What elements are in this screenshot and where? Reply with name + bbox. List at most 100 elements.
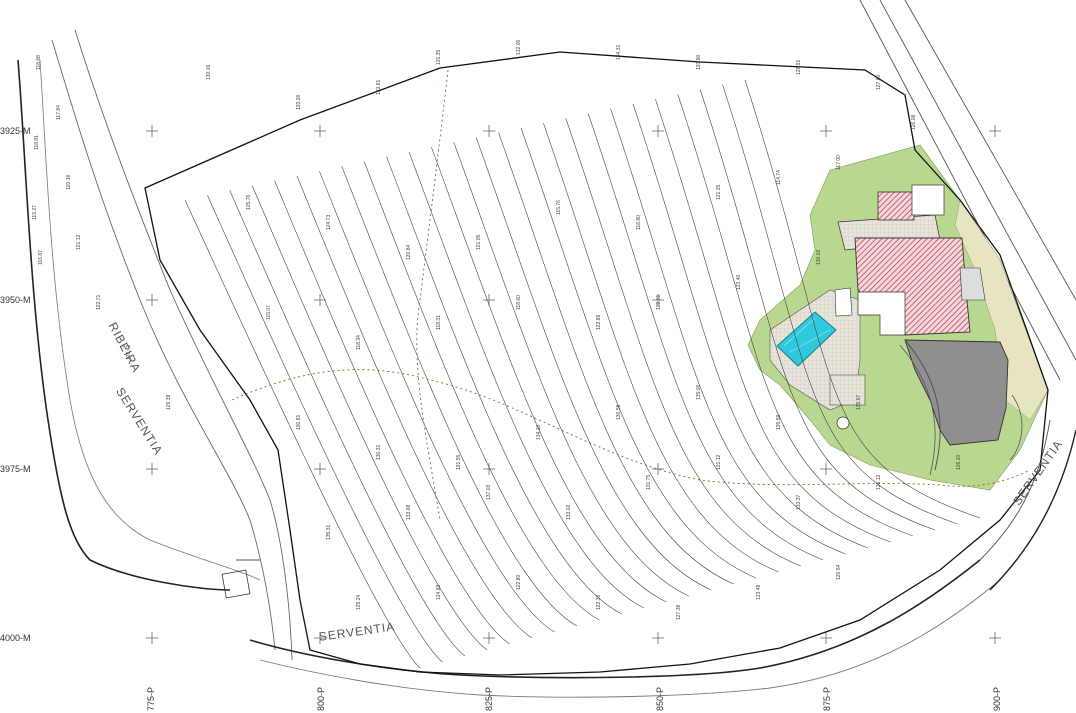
grid-cross — [314, 632, 326, 644]
contour-line — [431, 147, 667, 603]
grid-cross — [483, 125, 495, 137]
grid-cross — [314, 463, 326, 475]
elevation-label: 133.37 — [796, 494, 802, 510]
elevation-label: 115.76 — [556, 200, 562, 215]
elevation-label: 135.59 — [776, 414, 782, 430]
elevation-label: 122.80 — [516, 574, 522, 590]
elevation-label: 116.87 — [38, 250, 44, 265]
elevation-label: 129.12 — [876, 474, 882, 490]
grid-cross — [820, 125, 832, 137]
elevation-label: 130.58 — [616, 404, 622, 420]
contour-line — [610, 108, 846, 555]
left-road-band — [17, 29, 1001, 698]
grid-label-x: 850-P — [655, 686, 665, 711]
elevation-label: 115.07 — [266, 305, 272, 320]
elevation-label: 125.76 — [246, 194, 252, 210]
elevation-label: 118.60 — [516, 295, 522, 310]
contour-lines — [184, 79, 981, 669]
elevation-label: 122.71 — [96, 294, 102, 310]
elevation-label: 123.48 — [756, 584, 762, 600]
building-annex — [877, 191, 915, 221]
elevation-label: 119.27 — [32, 205, 38, 220]
grid-cross — [314, 125, 326, 137]
contour-line — [184, 199, 421, 669]
elevation-label: 133.26 — [296, 94, 302, 110]
contour-line — [207, 195, 443, 663]
contour-line — [386, 156, 622, 615]
grid-cross — [820, 463, 832, 475]
grid-cross — [483, 632, 495, 644]
grid-label-y: 3950-M — [0, 295, 31, 305]
elevation-label: 124.73 — [326, 214, 332, 230]
contour-line — [520, 127, 757, 579]
grid-label-x: 825-P — [484, 686, 494, 711]
contour-line — [408, 151, 645, 609]
elevation-label: 131.55 — [456, 454, 462, 470]
elevation-label: 123.40 — [736, 274, 742, 290]
elevation-label: 134.10 — [536, 424, 542, 440]
contour-line — [699, 89, 936, 531]
contour-line — [677, 94, 913, 537]
grid-label-x: 775-P — [146, 686, 156, 711]
elevation-label: 120.54 — [836, 564, 842, 580]
elevation-label: 122.89 — [596, 314, 602, 330]
contour-line — [655, 99, 891, 543]
grid-cross — [652, 294, 664, 306]
small-square-lot — [221, 569, 251, 599]
elevation-label: 126.41 — [126, 344, 132, 360]
elevation-label: 122.01 — [656, 294, 662, 310]
elevation-label: 126.08 — [911, 114, 917, 130]
contour-line — [565, 118, 801, 567]
elevation-label: 124.83 — [436, 584, 442, 600]
elevation-label: 121.35 — [716, 184, 722, 200]
contour-line — [229, 190, 465, 657]
elevation-label: 130.31 — [376, 444, 382, 460]
elevation-label: 134.31 — [616, 44, 622, 60]
elevation-label: 135.31 — [326, 524, 332, 540]
contour-line — [296, 175, 533, 639]
grid-cross — [652, 632, 664, 644]
elevation-label: 131.35 — [436, 49, 442, 65]
dashed-boundaries — [231, 69, 1031, 521]
elevation-label: 132.00 — [516, 39, 522, 55]
grid-label-y: 3975-M — [0, 464, 31, 474]
elevation-label: 126.20 — [956, 454, 962, 470]
contour-line — [722, 84, 958, 525]
grid-label-x: 900-P — [992, 686, 1002, 711]
elevation-label: 133.90 — [696, 54, 702, 70]
elevation-label: 135.06 — [696, 384, 702, 400]
elevation-label: 118.34 — [356, 335, 362, 350]
elevation-labels: 118.68118.81119.27116.87117.84120.16121.… — [32, 39, 962, 620]
elevation-label: 133.81 — [376, 79, 382, 95]
elevation-label: 114.74 — [776, 170, 782, 185]
elevation-label: 127.38 — [676, 604, 682, 620]
elevation-label: 133.02 — [566, 504, 572, 520]
contour-line — [274, 180, 510, 645]
property-boundary — [144, 51, 1049, 676]
elevation-label: 117.84 — [56, 105, 62, 120]
grid-cross — [146, 632, 158, 644]
contour-line — [587, 113, 824, 561]
elevation-label: 120.16 — [66, 174, 72, 190]
contour-line — [744, 79, 981, 519]
elevation-label: 129.39 — [166, 394, 172, 410]
contour-line — [453, 142, 689, 597]
contour-line — [498, 132, 734, 585]
contour-line — [251, 185, 488, 651]
grid-label-x: 875-P — [822, 686, 832, 711]
grid-cross — [652, 463, 664, 475]
grid-cross — [989, 125, 1001, 137]
elevation-label: 130.81 — [296, 414, 302, 430]
elevation-label: 135.67 — [856, 394, 862, 410]
elevation-label: 122.30 — [596, 594, 602, 610]
grid-cross — [146, 125, 158, 137]
right-road-band — [859, 0, 1076, 591]
contour-line — [319, 171, 555, 633]
grid-label-y: 3925-M — [0, 126, 31, 136]
grid-cross — [652, 125, 664, 137]
contour-line — [341, 166, 577, 627]
swimming-pool — [776, 311, 837, 367]
elevation-label: 118.31 — [436, 315, 442, 330]
grid-cross — [483, 463, 495, 475]
